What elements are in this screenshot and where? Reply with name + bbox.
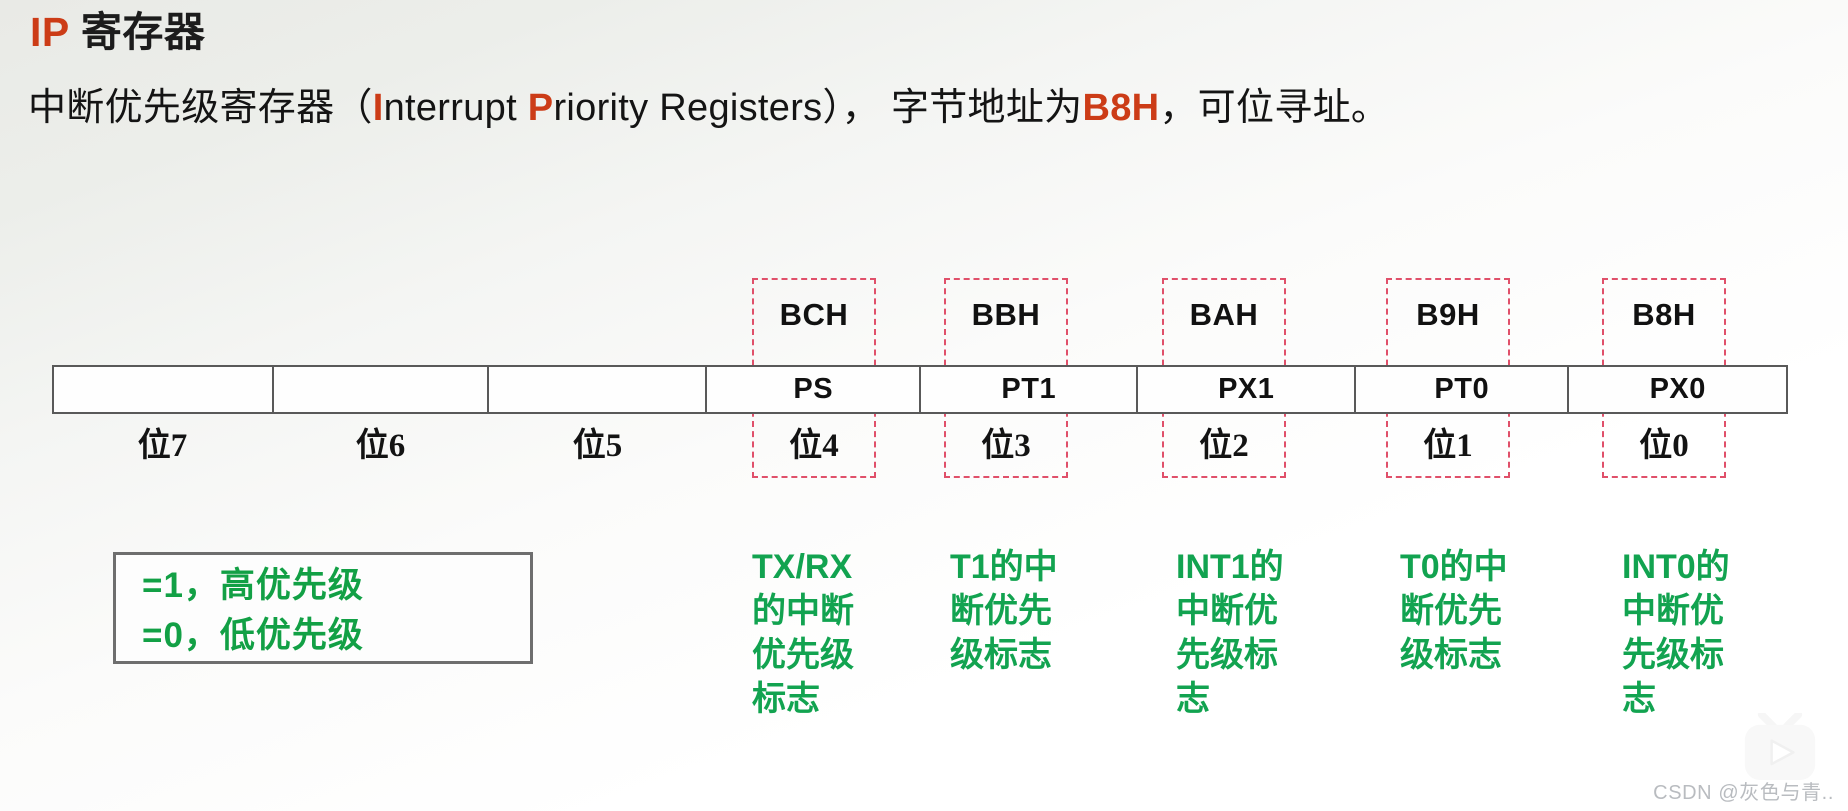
address-label-bit4: BCH <box>779 297 849 332</box>
intro-text-nterrupt: nterrupt <box>383 87 528 129</box>
address-label-bit2: BAH <box>1189 297 1259 332</box>
address-label-bit3: BBH <box>971 297 1041 332</box>
priority-legend-box: =1，高优先级 =0，低优先级 <box>113 552 533 664</box>
annotation-bit1: T0的中断优先级标志 <box>1400 548 1508 674</box>
register-cell-bit5[interactable] <box>489 367 708 412</box>
intro-paragraph: 中断优先级寄存器（Interrupt Priority Registers）， … <box>28 80 1828 138</box>
page-title: IP 寄存器 <box>30 8 205 57</box>
page-title-accent: IP <box>30 9 69 55</box>
legend-high-priority: =1，高优先级 <box>142 566 364 605</box>
register-cell-bit0[interactable]: PX0 <box>1649 373 1706 405</box>
bit-label-0: 位0 <box>1639 428 1689 464</box>
annotation-bit0: INT0的中断优先级标志 <box>1622 548 1730 718</box>
address-label-bit1: B9H <box>1416 297 1480 332</box>
address-label-bit0: B8H <box>1632 297 1696 332</box>
intro-text-pre: 中断优先级寄存器（ <box>28 87 373 129</box>
intro-text-mid: ）， 字节地址为 <box>822 87 1083 129</box>
register-cell-bit7[interactable] <box>54 367 275 412</box>
csdn-watermark: CSDN @灰色与青.. <box>1653 782 1834 804</box>
annotation-bit2: INT1的中断优先级标志 <box>1176 548 1284 718</box>
bit-label-6: 位6 <box>355 428 406 464</box>
bit-label-7: 位7 <box>137 428 188 464</box>
bit-label-2: 位2 <box>1199 428 1249 464</box>
register-cell-bit4[interactable]: PS <box>707 367 921 412</box>
bit-label-1: 位1 <box>1423 428 1473 464</box>
intro-byte-address: B8H <box>1082 87 1160 129</box>
register-cell-bit2[interactable]: PX1 <box>1138 367 1356 412</box>
page-title-plain: 寄存器 <box>69 9 206 55</box>
register-cell-bit6[interactable] <box>274 367 489 412</box>
annotation-bit4: TX/RX的中断优先级标志 <box>752 548 854 718</box>
register-cell-bit3[interactable]: PT1 <box>921 367 1139 412</box>
intro-text-riority: riority Registers <box>553 87 823 129</box>
bit-label-4: 位4 <box>789 428 839 464</box>
intro-letter-i: I <box>372 87 384 129</box>
register-bit-bar: PS PT1 PX1 PT0 PX0 <box>52 365 1788 414</box>
bilibili-logo-icon <box>1744 713 1816 780</box>
intro-text-post: ，可位寻址。 <box>1159 87 1390 129</box>
legend-low-priority: =0，低优先级 <box>142 615 364 655</box>
bit-label-3: 位3 <box>981 428 1031 464</box>
bit-label-5: 位5 <box>572 428 623 464</box>
annotation-bit3: T1的中断优先级标志 <box>950 548 1058 674</box>
register-cell-bit1[interactable]: PT0 <box>1356 367 1570 412</box>
intro-letter-p: P <box>527 87 554 129</box>
